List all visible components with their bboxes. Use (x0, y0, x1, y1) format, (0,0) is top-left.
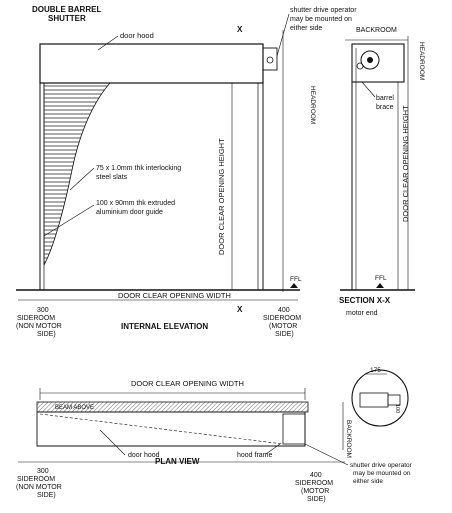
plan-hood-diagonal (39, 413, 284, 445)
title-line-1: DOUBLE BARREL (32, 5, 101, 14)
title-line-2: SHUTTER (48, 14, 86, 23)
right-sideroom-line-1: SIDEROOM (263, 315, 301, 322)
plan-left-sideroom-line-1: SIDEROOM (17, 476, 55, 483)
plan-right-dim: 400 (310, 472, 322, 479)
internal-elevation: DOUBLE BARREL SHUTTER DOOR CLEAR OPENING… (16, 5, 357, 338)
door-hood-label: door hood (120, 31, 154, 40)
left-sideroom-line-2: (NON MOTOR (16, 323, 62, 330)
left-sideroom-line-3: SIDE) (37, 331, 56, 338)
operator-note-line-2: may be mounted on (290, 16, 352, 23)
section-marker-top: X (237, 25, 243, 34)
brace-label-line-2: brace (376, 104, 394, 111)
right-sideroom-line-2: (MOTOR (269, 323, 297, 330)
section-ffl-label: FFL (375, 275, 387, 282)
section-hood (351, 43, 405, 83)
drive-operator (262, 47, 278, 71)
plan-hood-outline (36, 411, 306, 447)
brace-label-line-1: barrel (376, 95, 394, 102)
detail-dim-175: 175 (370, 367, 381, 374)
section-x-x: BACKROOM HEADROOM barrel brace DOOR CLEA… (339, 27, 425, 317)
plan-left-sideroom-line-3: SIDE) (37, 492, 56, 499)
plan-drive-operator (282, 413, 306, 445)
door-hood-box (39, 43, 264, 84)
section-marker-bottom: X (237, 305, 243, 314)
slats-label-line-2: steel slats (96, 174, 128, 181)
motor-end-label: motor end (346, 310, 378, 317)
left-dim: 300 (37, 307, 49, 314)
headroom-label: HEADROOM (309, 86, 316, 124)
detail-dim-100: 100 (394, 404, 400, 413)
section-caption: SECTION X-X (339, 296, 391, 305)
plan-opening-width-label: DOOR CLEAR OPENING WIDTH (131, 379, 244, 388)
ffl-arrow-icon (290, 283, 298, 288)
section-backroom-label: BACKROOM (356, 27, 397, 34)
guide-label-line-1: 100 x 90mm thk extruded (96, 200, 175, 207)
left-sideroom-line-1: SIDEROOM (17, 315, 55, 322)
right-sideroom-line-3: SIDE) (275, 331, 294, 338)
operator-note-line-3: either side (290, 25, 322, 32)
opening-height-label: DOOR CLEAR OPENING HEIGHT (217, 138, 226, 255)
plan-right-sideroom-line-1: SIDEROOM (295, 480, 333, 487)
plan-operator-note-line-3: either side (353, 478, 383, 485)
hood-frame-label: hood frame (237, 452, 273, 459)
plan-caption: PLAN VIEW (155, 457, 200, 466)
elevation-caption: INTERNAL ELEVATION (121, 322, 208, 331)
ffl-label: FFL (290, 276, 302, 283)
barrel-axle-icon (367, 57, 373, 63)
plan-backroom-label: BACKROOM (345, 420, 352, 458)
opening-width-label: DOOR CLEAR OPENING WIDTH (118, 291, 231, 300)
plan-left-dim: 300 (37, 468, 49, 475)
section-opening-height-label: DOOR CLEAR OPENING HEIGHT (401, 105, 410, 222)
detail-callout-circle (351, 369, 409, 427)
plan-door-hood-label: door hood (128, 452, 160, 459)
plan-right-sideroom-line-2: (MOTOR (301, 488, 329, 495)
drive-motor-icon (266, 56, 274, 64)
plan-view: DOOR CLEAR OPENING WIDTH BEAM ABOVE door… (16, 367, 413, 503)
plan-operator-note-line-1: shutter drive operator (350, 462, 413, 469)
beam-above-label: BEAM ABOVE (55, 405, 94, 411)
slats-label-line-1: 75 x 1.0mm thk interlocking (96, 165, 181, 172)
section-headroom-label: HEADROOM (418, 42, 425, 80)
barrel-icon (360, 50, 380, 70)
plan-left-sideroom-line-2: (NON MOTOR (16, 484, 62, 491)
interlocking-slats (43, 82, 111, 266)
plan-right-sideroom-line-3: SIDE) (307, 496, 326, 503)
guide-label-line-2: aluminium door guide (96, 209, 163, 216)
section-ffl-arrow-icon (376, 283, 384, 288)
plan-operator-note-line-2: may be mounted on (353, 470, 411, 477)
operator-note-line-1: shutter drive operator (290, 7, 357, 14)
right-dim: 400 (278, 307, 290, 314)
